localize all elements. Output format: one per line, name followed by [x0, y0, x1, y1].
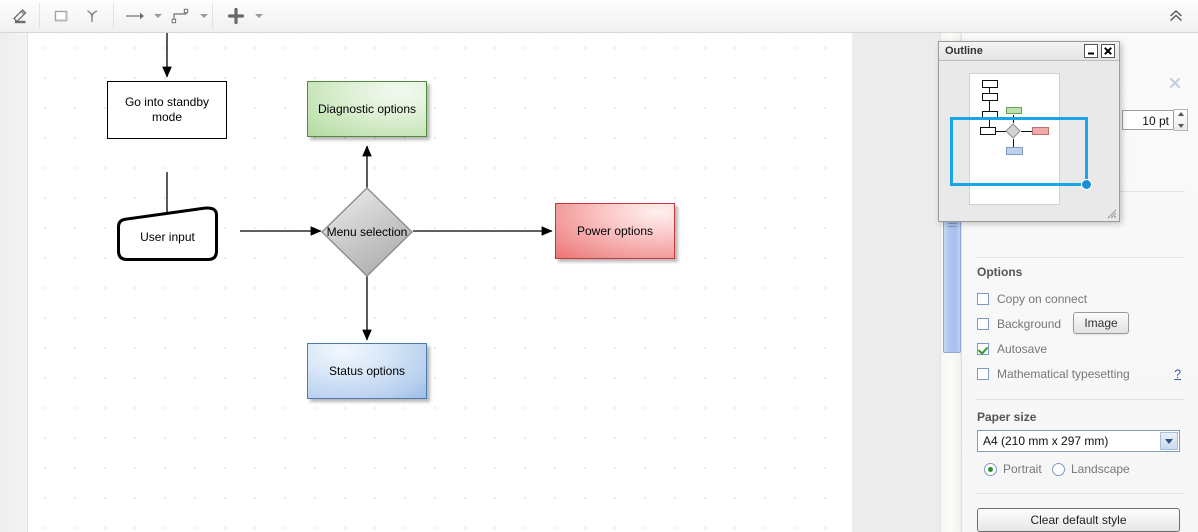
straight-arrow-icon[interactable]	[119, 1, 150, 31]
outline-mini-node	[982, 93, 998, 101]
option-label: Copy on connect	[997, 292, 1088, 306]
paper-size-value: A4 (210 mm x 297 mm)	[983, 434, 1109, 448]
outline-title-bar[interactable]: Outline	[939, 42, 1119, 61]
node-user-input[interactable]: User input	[116, 199, 219, 262]
outline-mini-edge	[996, 130, 1006, 132]
outline-title-label: Outline	[945, 45, 983, 57]
outline-mini-edge	[989, 119, 991, 127]
toolbar-separator-1	[39, 3, 40, 29]
outline-mini-edge	[989, 88, 991, 93]
node-label: Diagnostic options	[317, 101, 417, 116]
panel-divider-4	[976, 493, 1185, 494]
node-diagnostic-options[interactable]: Diagnostic options	[307, 81, 427, 137]
option-label: Background	[997, 317, 1062, 331]
close-icon[interactable]	[1168, 76, 1184, 92]
option-autosave[interactable]: Autosave	[977, 341, 1047, 357]
window-resize-grip-icon[interactable]	[1105, 207, 1117, 219]
checkbox[interactable]	[977, 343, 989, 355]
diagram-canvas[interactable]: Go into standby mode User input	[28, 33, 852, 532]
plus-insert-icon[interactable]	[220, 1, 251, 31]
canvas-left-margin	[0, 33, 28, 532]
pen-edit-style-icon[interactable]	[4, 1, 35, 31]
outline-window[interactable]: Outline	[938, 41, 1120, 222]
node-label: Menu selection	[326, 225, 408, 239]
main-toolbar	[0, 0, 1198, 33]
outline-mini-edge	[989, 101, 991, 111]
outline-viewport-rect[interactable]	[950, 117, 1088, 186]
node-label: User input	[140, 229, 195, 244]
stepper-up-icon[interactable]	[1177, 112, 1184, 116]
elbow-connector-dropdown-caret-icon[interactable]	[196, 1, 211, 31]
outline-mini-node-red	[1032, 127, 1049, 135]
orientation-portrait[interactable]: Portrait	[984, 462, 1042, 476]
node-go-into-standby-mode[interactable]: Go into standby mode	[107, 81, 227, 139]
elbow-connector-icon[interactable]	[165, 1, 196, 31]
toolbar-separator-2	[113, 3, 114, 29]
radio-button[interactable]	[984, 462, 997, 476]
minimize-icon[interactable]	[1084, 44, 1098, 58]
option-mathematical-typesetting[interactable]: Mathematical typesetting	[977, 366, 1130, 382]
chevron-down-icon[interactable]	[1160, 432, 1178, 450]
paper-size-title: Paper size	[977, 410, 1037, 424]
insert-dropdown-caret-icon[interactable]	[251, 1, 266, 31]
outline-resize-handle[interactable]	[1081, 179, 1092, 190]
outline-mini-node	[982, 80, 998, 88]
orientation-label: Landscape	[1071, 462, 1130, 476]
node-label: Power options	[576, 223, 654, 238]
stepper-down-icon[interactable]	[1177, 124, 1184, 128]
help-link[interactable]: ?	[1174, 367, 1181, 381]
outline-mini-node	[980, 127, 996, 135]
straight-arrow-dropdown-caret-icon[interactable]	[150, 1, 165, 31]
close-icon[interactable]	[1101, 44, 1115, 58]
panel-divider-3	[976, 399, 1185, 400]
paper-size-select[interactable]: A4 (210 mm x 297 mm)	[977, 430, 1180, 452]
canvas-container: Go into standby mode User input	[0, 33, 940, 532]
font-size-control[interactable]: 10 pt	[1122, 109, 1188, 131]
font-size-input[interactable]: 10 pt	[1122, 110, 1174, 130]
toolbar-group-insert	[220, 0, 266, 32]
checkbox[interactable]	[977, 318, 989, 330]
radio-button[interactable]	[1052, 462, 1065, 476]
toolbar-group-shapes	[45, 0, 107, 32]
clear-default-style-button[interactable]: Clear default style	[977, 508, 1180, 532]
outline-mini-edge	[1021, 130, 1033, 132]
checkbox[interactable]	[977, 368, 989, 380]
option-label: Autosave	[997, 342, 1048, 356]
node-label: Status options	[328, 363, 406, 378]
option-background[interactable]: Background	[977, 316, 1061, 332]
background-image-button[interactable]: Image	[1073, 312, 1129, 334]
collapse-toolbar-chevron-icon[interactable]	[1162, 2, 1190, 30]
node-power-options[interactable]: Power options	[555, 203, 675, 259]
node-label: Go into standby mode	[124, 95, 210, 124]
outline-mini-node-blue	[1006, 147, 1023, 155]
outline-mini-node-green	[1006, 107, 1022, 114]
orientation-label: Portrait	[1003, 462, 1042, 476]
checkbox[interactable]	[977, 293, 989, 305]
shape-rectangle-icon[interactable]	[45, 1, 76, 31]
panel-divider-2	[976, 257, 1185, 258]
outline-mini-edge	[1013, 139, 1015, 147]
orientation-landscape[interactable]: Landscape	[1052, 462, 1130, 476]
option-copy-on-connect[interactable]: Copy on connect	[977, 291, 1087, 307]
work-area: Go into standby mode User input	[0, 33, 1198, 532]
outline-mini-diamond	[1005, 123, 1021, 139]
font-size-stepper[interactable]	[1174, 109, 1188, 131]
toolbar-group-style	[4, 0, 35, 32]
toolbar-group-connectors	[119, 0, 211, 32]
toolbar-separator-3	[212, 3, 213, 29]
curve-connector-icon[interactable]	[76, 1, 107, 31]
node-menu-selection[interactable]: Menu selection	[320, 187, 414, 277]
option-label: Mathematical typesetting	[997, 367, 1130, 381]
node-status-options[interactable]: Status options	[307, 343, 427, 399]
outline-preview[interactable]	[939, 61, 1119, 221]
options-section-title: Options	[977, 265, 1023, 279]
